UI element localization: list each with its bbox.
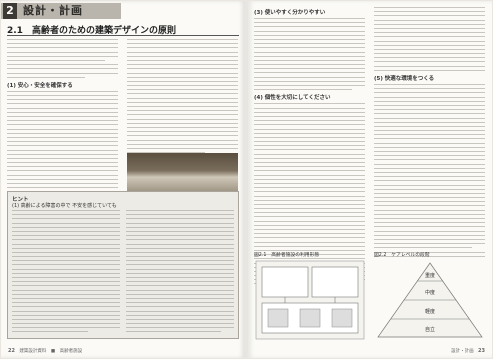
text-column-1: (1) 安心・安全を確保する bbox=[7, 39, 118, 217]
page-number-right: 23 bbox=[478, 348, 485, 354]
chapter-number: 2 bbox=[3, 3, 17, 19]
subheading: (3) 使いやすく分かりやすい bbox=[254, 10, 326, 16]
chapter-tab: 2 設計・計画 bbox=[1, 3, 121, 19]
pyramid-level-2: 中度 bbox=[425, 289, 435, 296]
column-text-2 bbox=[126, 210, 234, 336]
figure-2-pyramid: 重度 中度 軽度 自立 bbox=[377, 262, 483, 338]
right-folio: 設計・計画 23 bbox=[451, 348, 488, 354]
page-number-left: 22 bbox=[8, 348, 15, 354]
right-text-column-2: (5) 快適な環境をつくる bbox=[374, 7, 485, 260]
column-subheading: (1) 高齢による障害の中で 不安を感じていても bbox=[12, 203, 117, 209]
column-text-1 bbox=[12, 210, 120, 336]
section-title: 2.1 高齢者のための建築デザインの原則 bbox=[7, 26, 176, 36]
subheading: (5) 快適な環境をつくる bbox=[374, 76, 435, 82]
left-folio: 22 建築設計資料 ■ 高齢者施設 bbox=[5, 348, 82, 354]
interior-photo bbox=[127, 153, 238, 197]
subheading: (1) 安心・安全を確保する bbox=[7, 82, 73, 89]
subheading: (4) 個性を大切にしてください bbox=[254, 95, 331, 102]
pyramid-level-1: 重度 bbox=[425, 272, 435, 279]
running-footer-right: 設計・計画 bbox=[451, 349, 474, 354]
section-rule bbox=[7, 35, 239, 36]
figure-2-title: 図2.2 ケアレベルの段階 bbox=[374, 253, 430, 258]
figure-1-title: 図2.1 高齢者施設の利用形態 bbox=[254, 253, 320, 258]
right-page: (3) 使いやすく分かりやすい (4) 個性を大切にしてください (5) bbox=[248, 1, 492, 358]
column-box: ヒント (1) 高齢による障害の中で 不安を感じていても bbox=[7, 191, 239, 339]
figure-1-diagram bbox=[255, 260, 365, 340]
left-page: 2 設計・計画 2.1 高齢者のための建築デザインの原則 (1) 安心・安全を確… bbox=[1, 1, 245, 358]
pyramid-level-3: 軽度 bbox=[425, 308, 435, 315]
running-footer-left: 建築設計資料 ■ 高齢者施設 bbox=[19, 349, 83, 354]
chapter-title: 設計・計画 bbox=[23, 4, 83, 17]
right-text-column-1: (3) 使いやすく分かりやすい (4) 個性を大切にしてください bbox=[254, 7, 365, 288]
text-column-2 bbox=[127, 39, 238, 156]
pyramid-level-4: 自立 bbox=[425, 326, 435, 333]
column-heading: ヒント bbox=[12, 197, 29, 203]
